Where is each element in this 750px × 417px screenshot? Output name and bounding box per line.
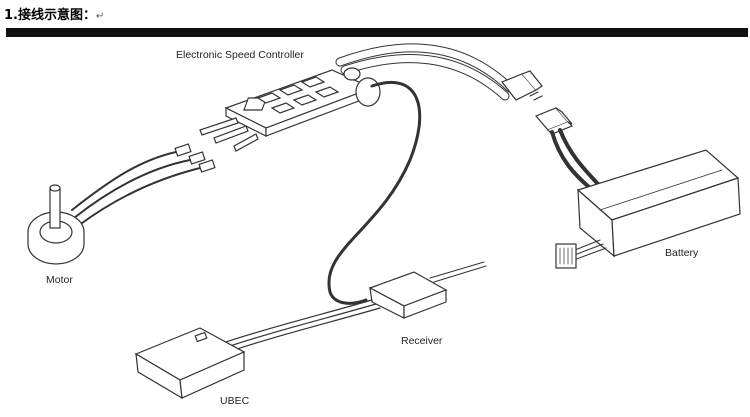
- section-heading: 1.接线示意图：↵: [4, 4, 104, 23]
- battery-body: [576, 149, 741, 258]
- esc-board: [224, 67, 381, 137]
- motor-leads: [71, 143, 216, 227]
- heading-text: 1.接线示意图：: [4, 8, 96, 23]
- header-banner: [6, 28, 748, 37]
- battery-leads: [550, 128, 600, 190]
- battery-connector: [534, 107, 574, 135]
- receiver-label: Receiver: [401, 335, 443, 347]
- receiver-antennas: [429, 261, 487, 283]
- ubec: [134, 327, 246, 400]
- receiver: [368, 271, 448, 319]
- esc-battery-connector: [501, 70, 543, 101]
- motor-label: Motor: [46, 274, 73, 286]
- ubec-label: UBEC: [220, 395, 250, 407]
- esc-motor-terminals: [199, 117, 259, 152]
- motor: [27, 184, 85, 265]
- esc-power-cable: [335, 43, 515, 101]
- balance-lead: [555, 239, 607, 269]
- ubec-wires: [213, 299, 381, 355]
- return-mark-icon: ↵: [95, 11, 105, 22]
- esc-signal-cable: [327, 80, 422, 305]
- battery-label: Battery: [665, 247, 699, 259]
- esc-label: Electronic Speed Controller: [176, 49, 304, 61]
